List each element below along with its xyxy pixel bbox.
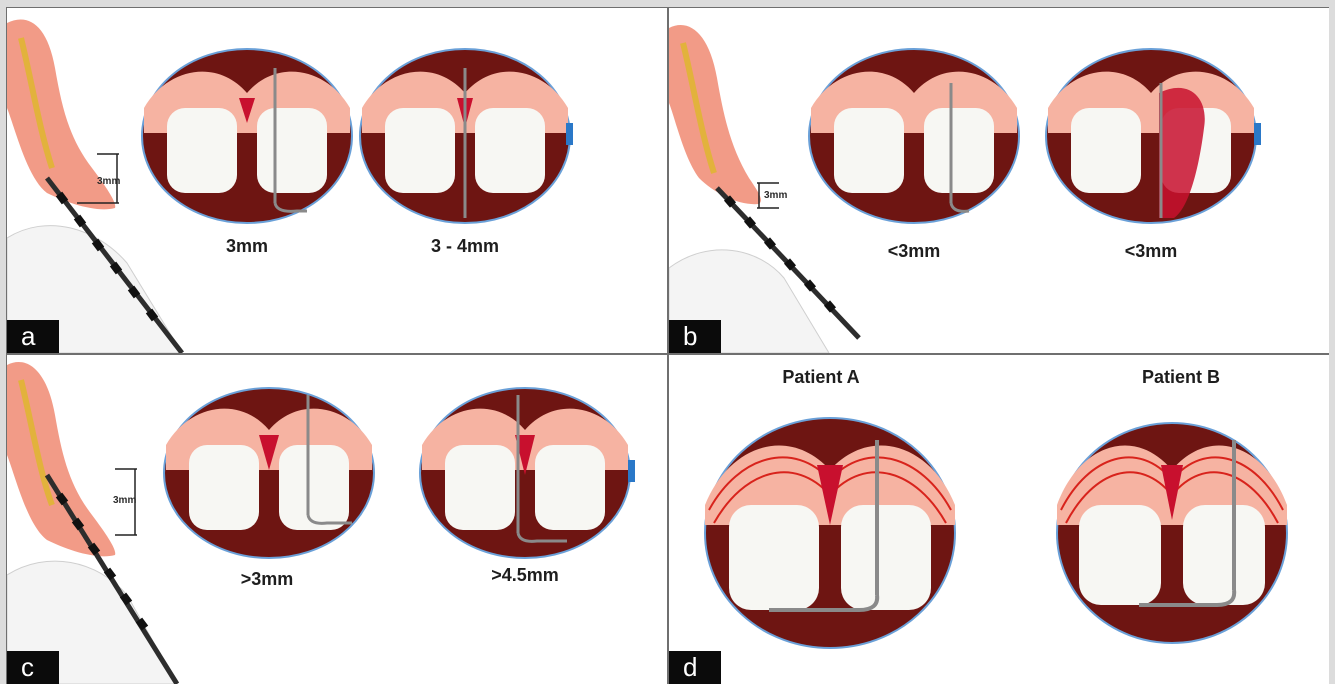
caption-left: <3mm [888,241,941,262]
caption-right: <3mm [1125,241,1178,262]
panel-letter: c [7,651,59,684]
panel-d-illustration [669,355,1329,684]
panel-c-illustration [7,355,667,684]
caption-left: >3mm [241,569,294,590]
measure-label: 3mm [97,176,120,187]
vertical-divider [667,7,669,684]
patient-a-label: Patient A [782,367,859,388]
horizontal-divider [6,353,1329,355]
caption-right: >4.5mm [491,565,559,586]
caption-left: 3mm [226,236,268,257]
panel-b-illustration [669,8,1329,353]
panel-letter: b [669,320,721,353]
panel-letter: a [7,320,59,353]
panel-a: 3mm 3mm 3 - 4mm a [7,8,667,353]
patient-b-label: Patient B [1142,367,1220,388]
panel-letter: d [669,651,721,684]
panel-c: 3mm >3mm >4.5mm c [7,355,667,684]
caption-right: 3 - 4mm [431,236,499,257]
panel-d: Patient A Patient B d [669,355,1329,684]
panel-b: 3mm <3mm <3mm b [669,8,1329,353]
measure-label: 3mm [764,190,787,201]
measure-label: 3mm [113,495,136,506]
